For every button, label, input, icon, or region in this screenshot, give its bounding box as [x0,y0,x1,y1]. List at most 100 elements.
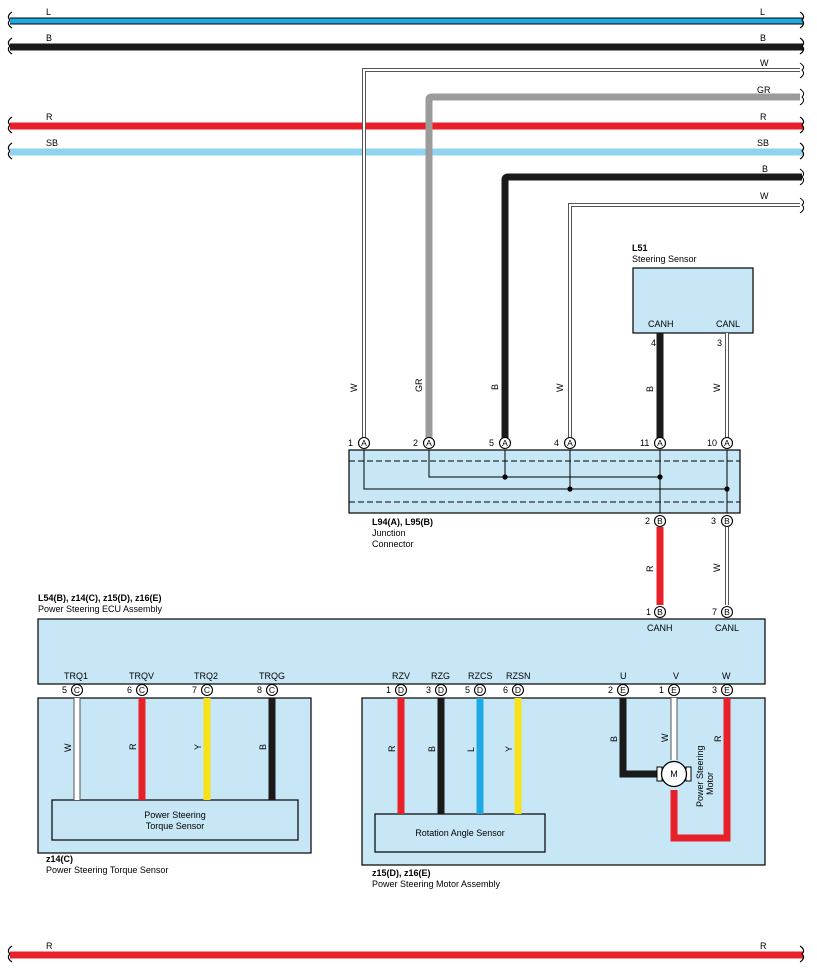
svg-text:A: A [724,438,730,448]
svg-text:C: C [269,685,275,695]
motor-assy-name: Power Steering Motor Assembly [372,879,501,889]
wire-label: R [128,743,138,750]
rotation-sensor-label: Rotation Angle Sensor [415,828,505,838]
wire-label: W [63,743,73,752]
wire-label: Y [193,744,203,750]
junction-name-1: Junction [372,528,406,538]
svg-text:A: A [426,438,432,448]
wire-label: W [660,733,670,742]
ecu-pin-canl: B 7 CANL [712,605,739,633]
svg-text:7: 7 [192,685,197,695]
junction-name-2: Connector [372,539,414,549]
ecu-pin-name: V [673,671,679,681]
wire-w-r [670,698,731,842]
ecu-pin: C6 [127,683,149,697]
svg-text:5: 5 [489,438,494,448]
feed-wire-W-1: W W [349,58,805,443]
wire-label: Y [504,746,514,752]
svg-text:E: E [620,685,626,695]
torque-sensor-box [51,799,299,841]
svg-text:B: B [657,607,663,617]
motor-label-1: Power Steering [695,745,705,807]
svg-text:6: 6 [503,685,508,695]
svg-text:10: 10 [707,438,717,448]
ecu-pin-name: TRQ2 [194,671,218,681]
pin-num-canl: 3 [717,338,722,348]
pin-num-canh: 4 [651,338,656,348]
svg-text:1: 1 [659,685,664,695]
ecu-pin: C7 [192,683,214,697]
svg-text:3: 3 [426,685,431,695]
steering-sensor-name: Steering Sensor [632,254,697,264]
motor-label-2: Motor [705,772,715,795]
svg-text:1: 1 [348,438,353,448]
ecu-pin: C8 [257,683,279,697]
svg-text:B: B [657,516,663,526]
torque-sensor-line1: Power Steering [144,810,206,820]
junction-connector: A 1 A 2 A 5 A 4 A 11 A 10 [348,436,741,549]
ecu-id: L54(B), z14(C), z15(D), z16(E) [38,593,162,603]
wire-vertical-label: B [490,384,500,390]
svg-text:2: 2 [413,438,418,448]
svg-text:2: 2 [608,685,613,695]
bus-label-left: B [46,33,52,43]
svg-text:5: 5 [465,685,470,695]
svg-text:D: D [438,685,444,695]
bus-label-right: R [760,112,767,122]
wire-label: B [609,736,619,742]
torque-sensor-line2: Torque Sensor [146,821,205,831]
wire-label: R [645,565,655,572]
feed-wire-GR: GR GR [414,85,805,443]
wire-right-label: W [760,58,769,68]
junction-box [348,449,741,514]
can-wires: R W [645,527,729,605]
wire-label: B [258,744,268,750]
wire-label-canh: B [645,386,655,392]
svg-text:CANL: CANL [715,623,739,633]
wire-vertical-label: GR [414,378,424,392]
pin-name-canh: CANH [648,319,674,329]
wire-right-label: GR [757,85,771,95]
svg-text:B: B [724,516,730,526]
wire-label: R [713,735,723,742]
wire-label: W [712,563,722,572]
ecu-pin: D3 [426,683,448,697]
bus-label-right: R [760,941,767,951]
feed-wire-B: B B [490,164,805,443]
top-bus-B: B B [7,33,805,55]
svg-text:8: 8 [257,685,262,695]
svg-text:5: 5 [62,685,67,695]
ecu-pin-name: TRQV [129,671,154,681]
wire-vertical-label: W [349,383,359,392]
svg-text:M: M [670,769,678,779]
svg-text:A: A [502,438,508,448]
svg-text:11: 11 [640,438,649,448]
motor-icon: M [656,760,692,788]
ecu-pin-name: W [722,671,731,681]
top-bus-SB: SB SB [7,138,805,160]
ecu-pin: D5 [465,683,487,697]
junction-pin: A 5 [489,436,512,450]
wire-label: R [387,745,397,752]
ecu-pin-name: RZV [392,671,410,681]
svg-text:4: 4 [554,438,559,448]
steering-sensor-box [632,267,754,334]
ecu-pin: E1 [659,683,681,697]
svg-text:3: 3 [712,685,717,695]
rotation-sensor-box [374,813,546,853]
torque-assy-id: z14(C) [46,854,73,864]
wire-vertical-label: W [555,383,565,392]
ecu-pin-name: U [620,671,627,681]
svg-text:E: E [671,685,677,695]
wire-label: L [466,747,476,752]
ecu-pin-name: RZSN [506,671,531,681]
torque-assy-name: Power Steering Torque Sensor [46,865,168,875]
svg-text:1: 1 [646,607,651,617]
svg-text:3: 3 [711,516,716,526]
bus-label-right: SB [757,138,769,148]
motor-assy-id: z15(D), z16(E) [372,868,431,878]
junction-pin: A 4 [554,436,577,450]
ecu-pin: D1 [386,683,408,697]
bus-label-left: L [46,7,51,17]
